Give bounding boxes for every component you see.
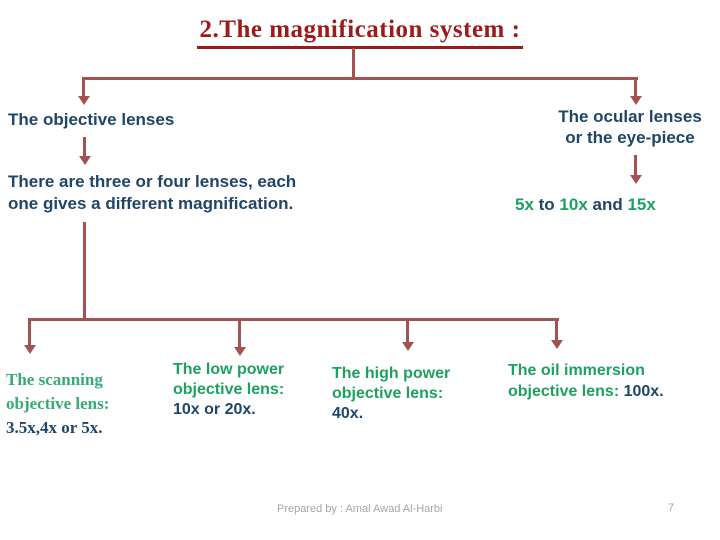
lens-name-line-2: objective lens: 100x. xyxy=(508,381,664,402)
connector-long-vertical xyxy=(83,222,86,321)
connector-drop-scanning xyxy=(28,318,31,347)
lens-name-line-1: The high power xyxy=(332,365,451,382)
lens-name-line-2: objective lens: xyxy=(332,385,444,402)
objective-description: There are three or four lenses, each one… xyxy=(8,171,296,215)
connector-bottom-horizontal xyxy=(28,318,559,321)
connector-right-drop xyxy=(634,77,637,98)
description-line-2: one gives a different magnification. xyxy=(8,194,294,213)
objective-lenses-label: The objective lenses xyxy=(8,110,175,129)
ocular-magnification-values: 5x to 10x and 15x xyxy=(515,194,656,216)
value-to: to xyxy=(533,195,560,214)
lens-item-high-power: The high power objective lens: 40x. xyxy=(332,364,450,424)
lens-name-part: objective lens: xyxy=(508,383,620,400)
connector-title-stem xyxy=(352,48,355,79)
lens-name-line-2: objective lens: xyxy=(173,381,285,398)
ocular-lenses-label: The ocular lenses or the eye-piece xyxy=(545,106,715,148)
arrow-down-icon xyxy=(402,342,414,351)
arrow-down-icon xyxy=(551,340,563,349)
arrow-down-icon xyxy=(630,96,642,105)
arrow-down-icon xyxy=(79,156,91,165)
lens-name-line-2: objective lens: xyxy=(6,394,110,413)
lens-value: 100x. xyxy=(623,383,664,400)
ocular-line-2: or the eye-piece xyxy=(565,128,695,147)
arrow-down-icon xyxy=(78,96,90,105)
arrow-down-icon xyxy=(234,347,246,356)
page-title: 2.The magnification system : xyxy=(196,16,524,49)
lens-value: 10x or 20x. xyxy=(173,401,256,418)
footer-prepared-by: Prepared by : Amal Awad Al-Harbi xyxy=(277,503,443,515)
connector-ocular-arrow xyxy=(634,155,637,177)
connector-top-horizontal xyxy=(83,77,638,80)
lens-value: 40x. xyxy=(332,405,364,422)
arrow-down-icon xyxy=(24,345,36,354)
lens-name-line-1: The oil immersion xyxy=(508,362,645,379)
arrow-down-icon xyxy=(630,175,642,184)
lens-item-oil-immersion: The oil immersion objective lens: 100x. xyxy=(508,360,664,402)
lens-item-scanning: The scanning objective lens: 3.5x,4x or … xyxy=(6,368,109,440)
connector-drop-high-power xyxy=(406,318,409,344)
value-10x: 10x xyxy=(559,195,588,214)
connector-objective-arrow xyxy=(83,137,86,158)
connector-left-drop xyxy=(82,77,85,98)
connector-drop-oil-immersion xyxy=(555,318,558,342)
page-number: 7 xyxy=(668,502,675,514)
lens-name-line-1: The low power xyxy=(173,361,285,378)
lens-item-low-power: The low power objective lens: 10x or 20x… xyxy=(173,360,284,420)
ocular-line-1: The ocular lenses xyxy=(558,107,702,126)
value-5x: 5x xyxy=(515,195,534,214)
value-15x: 15x xyxy=(627,195,656,214)
title-wrap: 2.The magnification system : xyxy=(0,16,720,49)
lens-value: 3.5x,4x or 5x. xyxy=(6,418,103,437)
lens-name-line-1: The scanning xyxy=(6,370,103,389)
description-line-1: There are three or four lenses, each xyxy=(8,172,297,191)
value-and: and xyxy=(587,195,628,214)
connector-drop-low-power xyxy=(238,318,241,349)
